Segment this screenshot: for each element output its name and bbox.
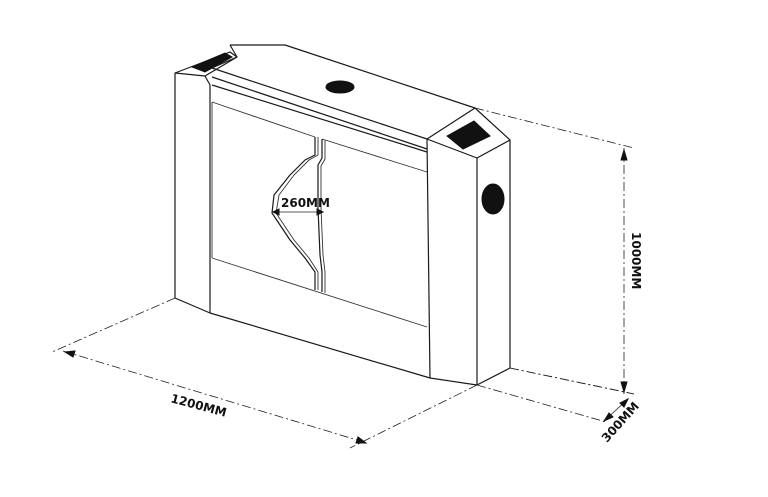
- height-label: 1000MM: [629, 232, 643, 289]
- cabinet-body: [209, 101, 431, 379]
- left-pillar: [174, 51, 238, 314]
- right-card-reader: [446, 120, 491, 150]
- wing-gap-dimension: 260MM: [271, 196, 330, 216]
- length-label: 1200MM: [169, 391, 228, 419]
- top-lid: [211, 44, 476, 153]
- wing-flaps: [271, 137, 326, 293]
- right-sensor-eye: [481, 183, 505, 215]
- left-card-reader: [190, 52, 234, 73]
- wing-gap-label: 260MM: [281, 196, 330, 210]
- depth-dimension: 300MM: [476, 367, 642, 445]
- top-sensor-hole: [325, 80, 355, 94]
- height-dimension: 1000MM: [474, 107, 643, 395]
- right-pillar: [426, 107, 511, 386]
